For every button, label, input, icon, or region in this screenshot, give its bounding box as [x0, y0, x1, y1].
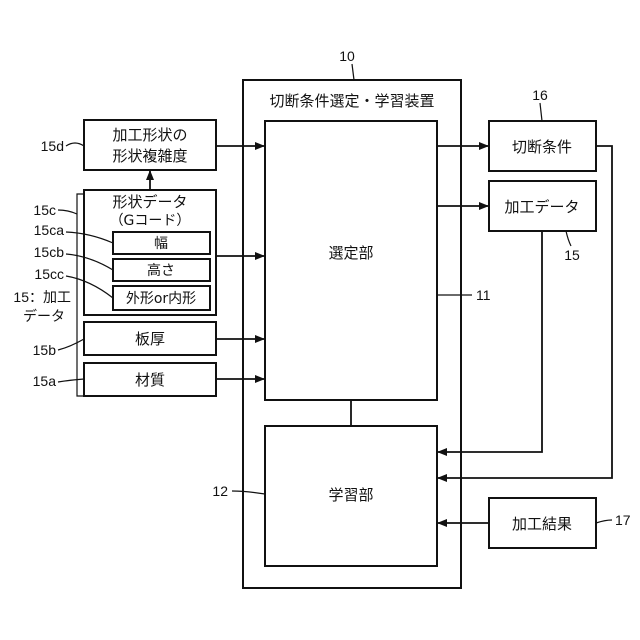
device-ref: 10	[339, 48, 355, 64]
shape-data-ref-leader	[58, 210, 77, 214]
material-ref-leader	[58, 379, 84, 382]
shape-data-line1: 形状データ	[112, 193, 187, 211]
height-label: 高さ	[147, 262, 175, 279]
shape-data-ref: 15c	[33, 202, 56, 218]
processing-data-group-ref-line2: データ	[23, 308, 65, 324]
material-ref: 15a	[33, 373, 57, 389]
shape-complexity-ref-leader	[66, 143, 84, 146]
height-ref: 15cb	[34, 244, 65, 260]
shape-complexity-line2: 形状複雑度	[112, 147, 187, 165]
selection-unit-ref: 11	[476, 287, 491, 303]
learning-unit-label: 学習部	[328, 486, 373, 504]
cutting-conditions-ref-leader	[540, 103, 542, 121]
selection-unit-label: 選定部	[328, 244, 373, 262]
shape-data-line2: （Gコード）	[110, 213, 191, 229]
shape-complexity-ref: 15d	[41, 138, 64, 154]
width-label: 幅	[154, 236, 168, 252]
plate-thickness-ref: 15b	[33, 342, 57, 358]
processing-data-ref: 15	[564, 247, 580, 263]
material-label: 材質	[135, 371, 165, 389]
processing-data-bracket	[77, 194, 84, 396]
width-ref: 15ca	[34, 222, 65, 238]
processing-result-ref-leader	[596, 520, 612, 523]
outer-inner-label: 外形or内形	[126, 291, 196, 307]
cutting-conditions-label: 切断条件	[512, 138, 572, 156]
plate-thickness-label: 板厚	[135, 330, 165, 348]
learning-unit-ref: 12	[212, 483, 228, 499]
device-ref-leader	[352, 64, 354, 80]
processing-data-group-ref-line1: 15：加工	[13, 289, 71, 305]
processing-data-label: 加工データ	[504, 198, 579, 216]
device-title: 切断条件選定・学習装置	[269, 92, 434, 110]
processing-data-ref-leader	[566, 231, 571, 246]
processing-result-label: 加工結果	[512, 515, 572, 533]
plate-thickness-ref-leader	[58, 339, 84, 350]
cutting-conditions-ref: 16	[532, 87, 548, 103]
outer-inner-ref: 15cc	[34, 266, 64, 282]
shape-complexity-line1: 加工形状の	[112, 126, 187, 144]
processing-result-ref: 17	[615, 512, 631, 528]
